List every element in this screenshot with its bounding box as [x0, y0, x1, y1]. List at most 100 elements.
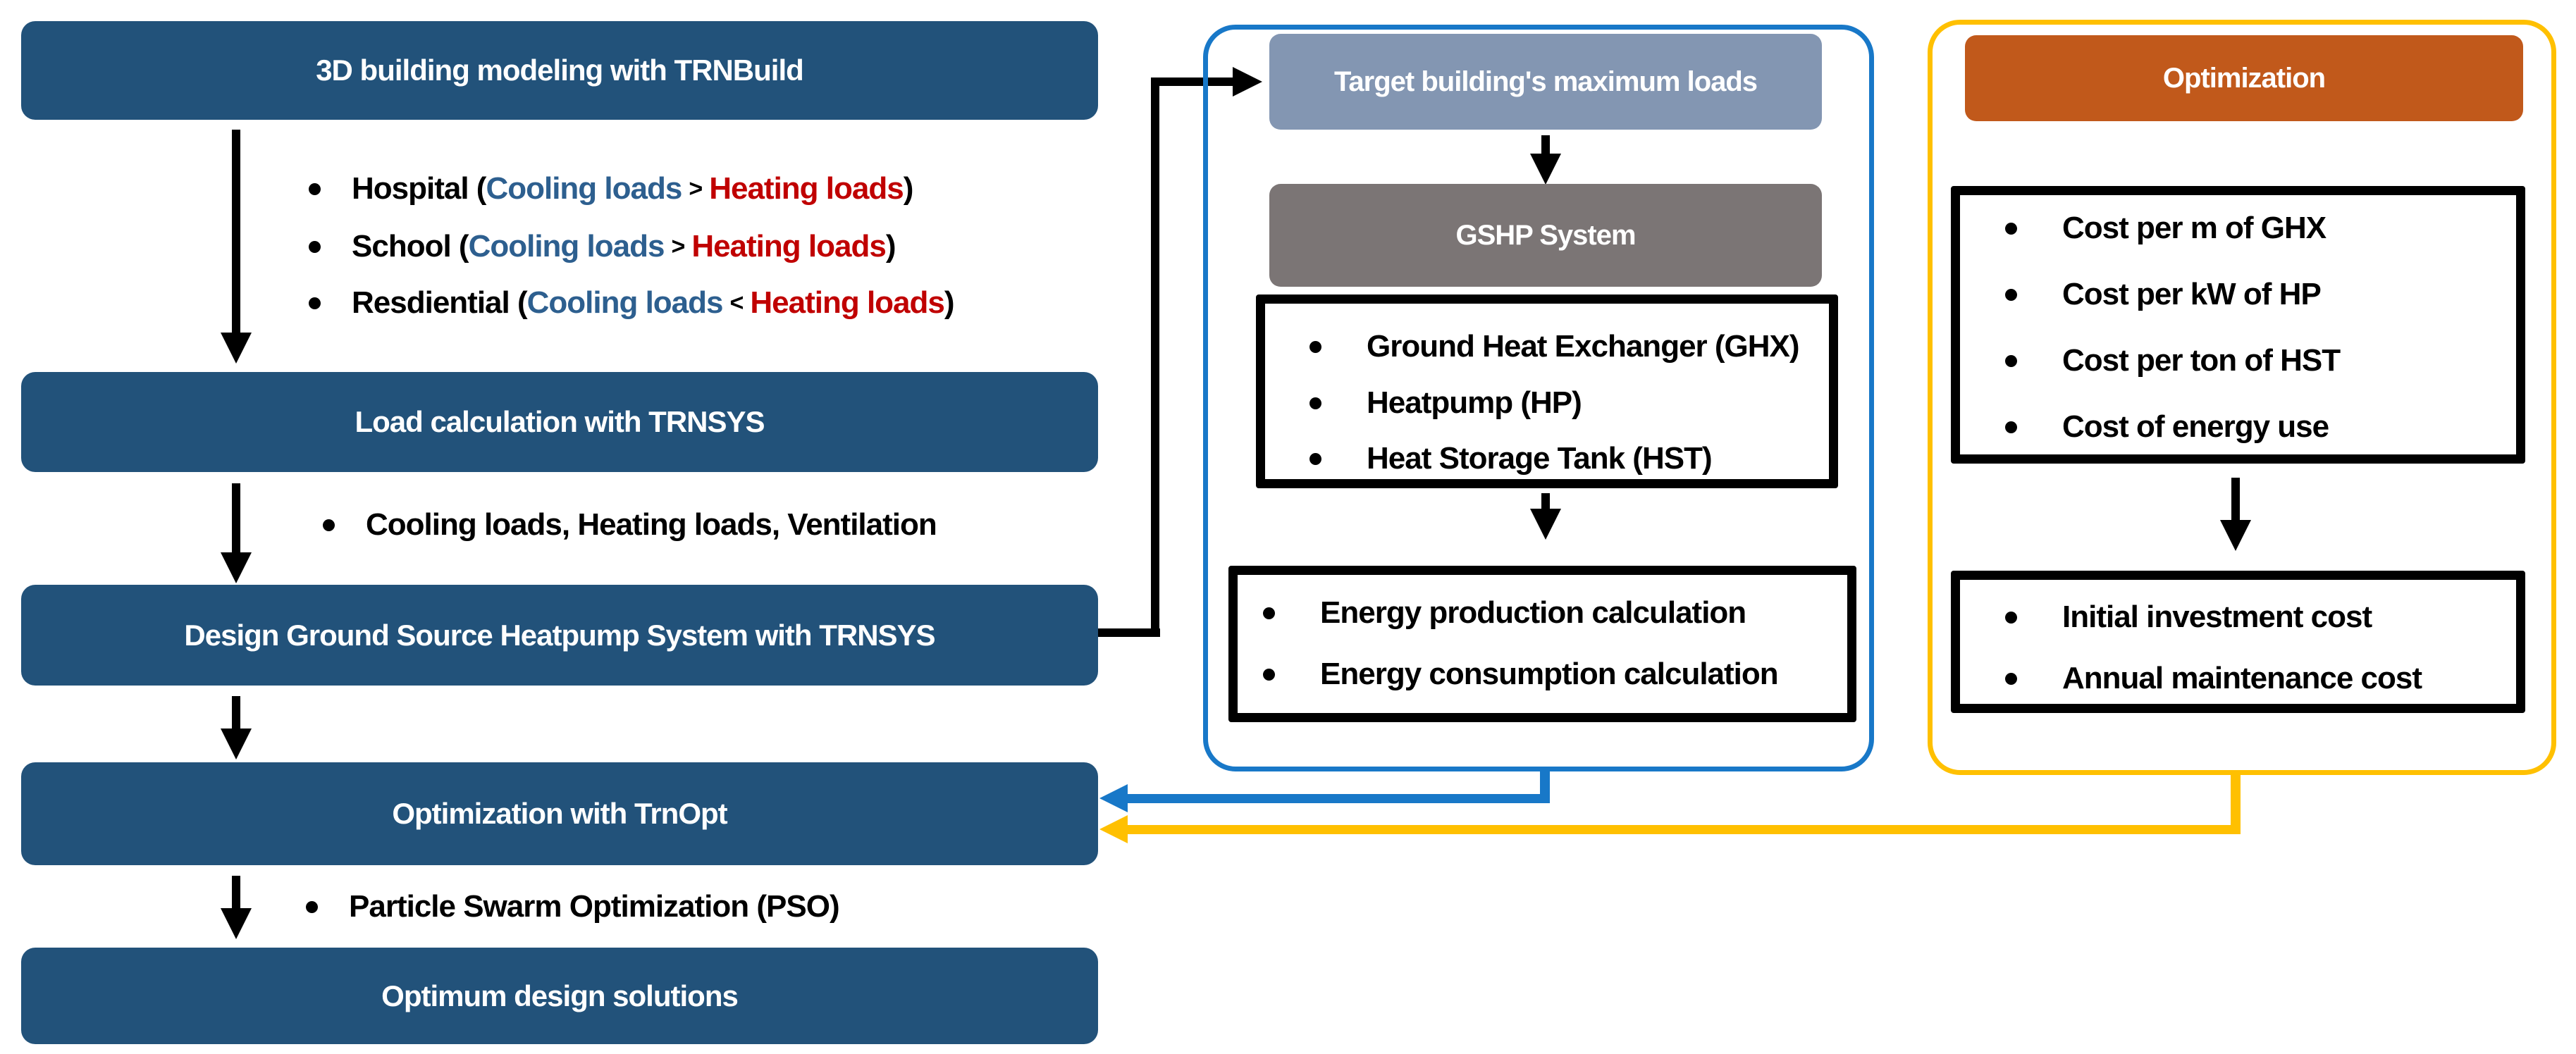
- arrow-down-icon: [232, 876, 240, 910]
- bullet-icon: [323, 519, 335, 531]
- cost-output-text: Initial investment cost: [2062, 600, 2372, 634]
- step-design-gshp-label: Design Ground Source Heatpump System wit…: [184, 618, 935, 652]
- cost-input-text: Cost per ton of HST: [2062, 343, 2341, 378]
- connector-design-to-panel: [1098, 628, 1160, 637]
- list-item-hospital: Hospital (Cooling loads >Heating loads): [309, 161, 913, 217]
- step-optimization-trnopt-label: Optimization with TrnOpt: [392, 797, 727, 830]
- list-item-cost-hp: Cost per kW of HP: [2005, 266, 2322, 323]
- target-loads-label: Target building's maximum loads: [1333, 66, 1758, 97]
- connector-design-to-panel: [1151, 78, 1233, 86]
- bullet-icon: [1309, 397, 1321, 409]
- cost-input-text: Cost of energy use: [2062, 409, 2329, 444]
- arrow-down-icon: [232, 130, 240, 334]
- arrow-down-icon: [232, 696, 240, 730]
- arrow-down-icon: [232, 483, 240, 554]
- heating-loads-text: Heating loads: [691, 229, 886, 264]
- arrow-down-head-icon: [221, 552, 252, 583]
- step-load-calculation: Load calculation with TRNSYS: [21, 372, 1098, 472]
- optimization-header-box: Optimization: [1965, 35, 2523, 121]
- cost-inputs-box: [1951, 186, 2525, 464]
- list-item-energy-consumption: Energy consumption calculation: [1263, 646, 1779, 702]
- bullet-icon: [1263, 607, 1275, 619]
- connector-gshp-to-trnopt: [1126, 794, 1550, 803]
- arrow-down-head-icon: [221, 333, 252, 364]
- bullet-icon: [309, 182, 321, 195]
- list-item-ghx: Ground Heat Exchanger (GHX): [1309, 318, 1800, 375]
- closing-paren: ): [944, 285, 955, 320]
- cost-panel: [1928, 20, 2556, 775]
- bullet-icon: [2005, 672, 2017, 685]
- step-optimum-solutions-label: Optimum design solutions: [381, 979, 739, 1012]
- list-item-energy-production: Energy production calculation: [1263, 585, 1746, 641]
- bullet-icon: [1263, 668, 1275, 681]
- bullet-icon: [306, 900, 318, 913]
- bullet-icon: [2005, 288, 2017, 301]
- step-load-calculation-label: Load calculation with TRNSYS: [355, 405, 765, 438]
- list-item-hp: Heatpump (HP): [1309, 375, 1582, 431]
- optimization-header-label: Optimization: [2162, 62, 2326, 94]
- relation-symbol: >: [671, 232, 685, 260]
- heating-loads-text: Heating loads: [709, 171, 904, 206]
- bullet-icon: [309, 297, 321, 309]
- arrow-left-head-icon: [1099, 784, 1128, 812]
- gshp-system-box: GSHP System: [1269, 184, 1822, 287]
- relation-symbol: <: [729, 289, 744, 316]
- bullet-icon: [2005, 611, 2017, 624]
- connector-cost-to-trnopt: [2231, 771, 2241, 834]
- list-item-loads: Cooling loads, Heating loads, Ventilatio…: [323, 497, 937, 553]
- arrow-down-head-icon: [221, 908, 252, 939]
- closing-paren: ): [903, 171, 914, 206]
- cooling-loads-text: Cooling loads: [468, 229, 665, 264]
- cooling-loads-text: Cooling loads: [526, 285, 724, 320]
- list-item-residential: Resdiential (Cooling loads<Heating loads…: [309, 275, 955, 331]
- step-optimum-solutions: Optimum design solutions: [21, 948, 1098, 1044]
- gshp-components-box: [1256, 294, 1838, 488]
- step-3d-modeling: 3D building modeling with TRNBuild: [21, 21, 1098, 120]
- cost-outputs-box: [1951, 571, 2525, 713]
- bullet-icon: [2005, 222, 2017, 235]
- component-text: Heat Storage Tank (HST): [1367, 441, 1713, 476]
- building-name: Resdiential (: [352, 285, 528, 320]
- component-text: Ground Heat Exchanger (GHX): [1367, 329, 1800, 364]
- connector-cost-to-trnopt: [1126, 825, 2241, 834]
- step-optimization-trnopt: Optimization with TrnOpt: [21, 762, 1098, 865]
- arrow-down-icon: [2231, 478, 2240, 521]
- arrow-down-head-icon: [1530, 154, 1561, 185]
- arrow-left-head-icon: [1099, 815, 1128, 843]
- energy-calculations-box: [1228, 566, 1856, 722]
- step-3d-modeling-label: 3D building modeling with TRNBuild: [316, 54, 804, 87]
- loads-note-text: Cooling loads, Heating loads, Ventilatio…: [366, 507, 937, 542]
- arrow-down-icon: [1541, 135, 1550, 155]
- gshp-system-label: GSHP System: [1455, 219, 1636, 251]
- heating-loads-text: Heating loads: [750, 285, 944, 320]
- cost-input-text: Cost per kW of HP: [2062, 277, 2322, 311]
- list-item-initial-cost: Initial investment cost: [2005, 589, 2372, 645]
- cost-output-text: Annual maintenance cost: [2062, 661, 2422, 695]
- bullet-icon: [2005, 354, 2017, 367]
- building-name: School (: [352, 229, 469, 264]
- list-item-cost-ghx: Cost per m of GHX: [2005, 200, 2327, 256]
- cooling-loads-text: Cooling loads: [486, 171, 682, 206]
- building-name: Hospital (: [352, 171, 486, 206]
- cost-input-text: Cost per m of GHX: [2062, 211, 2327, 245]
- list-item-cost-hst: Cost per ton of HST: [2005, 333, 2341, 389]
- relation-symbol: >: [689, 175, 703, 202]
- list-item-school: School (Cooling loads>Heating loads): [309, 218, 896, 275]
- arrow-down-head-icon: [1530, 509, 1561, 540]
- bullet-icon: [2005, 421, 2017, 433]
- calculation-text: Energy consumption calculation: [1320, 657, 1779, 691]
- arrow-right-head-icon: [1233, 67, 1262, 97]
- bullet-icon: [309, 240, 321, 253]
- list-item-maintenance-cost: Annual maintenance cost: [2005, 650, 2422, 707]
- connector-design-to-panel: [1151, 78, 1159, 637]
- calculation-text: Energy production calculation: [1320, 595, 1746, 630]
- list-item-pso: Particle Swarm Optimization (PSO): [306, 879, 840, 935]
- bullet-icon: [1309, 340, 1321, 353]
- list-item-hst: Heat Storage Tank (HST): [1309, 430, 1713, 487]
- target-loads-box: Target building's maximum loads: [1269, 34, 1822, 130]
- gshp-panel: [1203, 25, 1874, 771]
- arrow-down-head-icon: [2220, 520, 2251, 551]
- arrow-down-head-icon: [221, 728, 252, 760]
- component-text: Heatpump (HP): [1367, 385, 1582, 420]
